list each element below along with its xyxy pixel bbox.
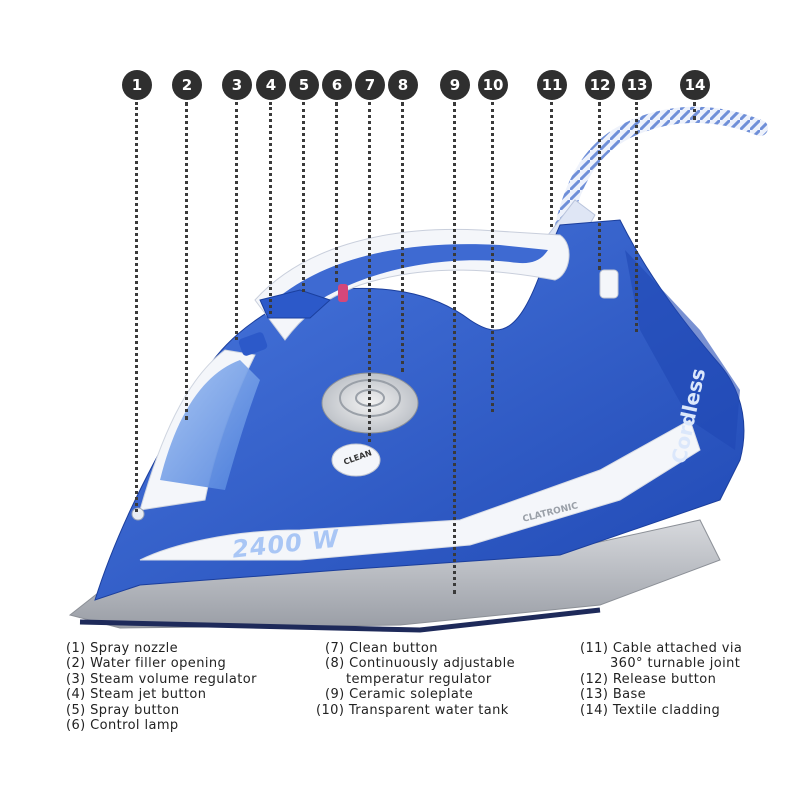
legend-item: (1) Spray nozzle bbox=[66, 641, 257, 656]
leader-line-2 bbox=[185, 102, 188, 420]
leader-line-7 bbox=[368, 102, 371, 442]
marker-9: 9 bbox=[440, 70, 470, 100]
leader-line-4 bbox=[269, 102, 272, 314]
legend-column-2: (7) Clean button (8) Continuously adjust… bbox=[316, 641, 515, 718]
marker-10: 10 bbox=[478, 70, 508, 100]
leader-line-6 bbox=[335, 102, 338, 282]
leader-line-3 bbox=[235, 102, 238, 340]
leader-line-13 bbox=[635, 102, 638, 332]
leader-line-10 bbox=[491, 102, 494, 412]
legend-item: (14) Textile cladding bbox=[580, 703, 742, 718]
leader-line-14 bbox=[693, 102, 696, 120]
marker-4: 4 bbox=[256, 70, 286, 100]
leader-line-1 bbox=[135, 102, 138, 512]
legend-item: 360° turnable joint bbox=[580, 656, 742, 671]
release-button bbox=[600, 270, 618, 298]
marker-3: 3 bbox=[222, 70, 252, 100]
marker-11: 11 bbox=[537, 70, 567, 100]
marker-12: 12 bbox=[585, 70, 615, 100]
marker-6: 6 bbox=[322, 70, 352, 100]
marker-8: 8 bbox=[388, 70, 418, 100]
legend-item: (3) Steam volume regulator bbox=[66, 672, 257, 687]
legend-item: temperatur regulator bbox=[316, 672, 515, 687]
marker-5: 5 bbox=[289, 70, 319, 100]
control-lamp bbox=[338, 284, 348, 302]
legend-item: (10) Transparent water tank bbox=[316, 703, 515, 718]
legend-item: (13) Base bbox=[580, 687, 742, 702]
legend-item: (12) Release button bbox=[580, 672, 742, 687]
marker-1: 1 bbox=[122, 70, 152, 100]
legend-item: (9) Ceramic soleplate bbox=[316, 687, 515, 702]
legend-item: (7) Clean button bbox=[316, 641, 515, 656]
marker-2: 2 bbox=[172, 70, 202, 100]
legend-item: (2) Water filler opening bbox=[66, 656, 257, 671]
legend-item: (6) Control lamp bbox=[66, 718, 257, 733]
legend-item: (5) Spray button bbox=[66, 703, 257, 718]
leader-line-8 bbox=[401, 102, 404, 372]
marker-14: 14 bbox=[680, 70, 710, 100]
leader-line-12 bbox=[598, 102, 601, 270]
leader-line-11 bbox=[550, 102, 553, 227]
marker-13: 13 bbox=[622, 70, 652, 100]
leader-line-5 bbox=[302, 102, 305, 292]
legend-item: (11) Cable attached via bbox=[580, 641, 742, 656]
legend-item: (8) Continuously adjustable bbox=[316, 656, 515, 671]
legend-column-3: (11) Cable attached via 360° turnable jo… bbox=[580, 641, 742, 718]
spray-nozzle bbox=[132, 508, 144, 520]
legend-item: (4) Steam jet button bbox=[66, 687, 257, 702]
leader-line-9 bbox=[453, 102, 456, 594]
legend-column-1: (1) Spray nozzle (2) Water filler openin… bbox=[66, 641, 257, 733]
marker-7: 7 bbox=[355, 70, 385, 100]
